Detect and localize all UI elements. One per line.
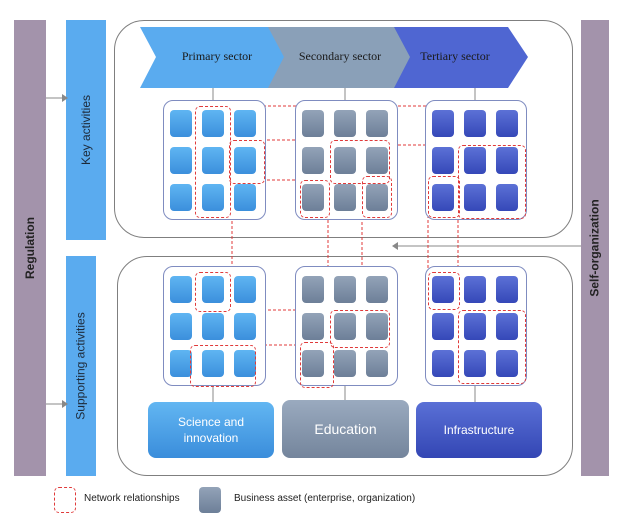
network-box [362,176,392,218]
business-asset [496,147,518,174]
business-asset [302,276,324,303]
science-and-innovation-box: Science and innovation [148,402,274,458]
business-asset [234,184,256,211]
business-asset [464,147,486,174]
regulation-bar: Regulation [14,20,46,476]
business-asset [170,313,192,340]
primary-sector-chevron [140,27,294,88]
business-asset [464,313,486,340]
secondary-sector-label: Secondary sector [298,49,382,63]
self-organization-bar: Self-organization [581,20,609,476]
secondary-sector-chevron [268,27,420,88]
network-box [428,272,460,310]
business-asset [302,313,324,340]
business-asset [464,350,486,377]
network-box [458,145,526,219]
legend-network-label: Network relationships [84,493,180,504]
network-box [300,342,334,388]
business-asset [496,276,518,303]
business-asset [432,110,454,137]
network-box [458,310,526,384]
network-box [195,272,231,312]
business-asset [202,184,224,211]
business-asset [366,184,388,211]
network-box [300,180,330,218]
business-asset [170,350,192,377]
business-asset [170,110,192,137]
business-asset [202,147,224,174]
business-asset [366,276,388,303]
business-asset [432,184,454,211]
business-asset [234,276,256,303]
business-asset [334,147,356,174]
infrastructure-label: Infrastructure [443,423,515,437]
business-asset [366,313,388,340]
business-asset [366,110,388,137]
infrastructure-box: Infrastructure [416,402,542,458]
business-asset [432,313,454,340]
business-asset [366,147,388,174]
business-asset [464,110,486,137]
business-asset [234,313,256,340]
business-asset [170,147,192,174]
primary-sector-label: Primary sector [181,49,253,63]
business-asset [366,350,388,377]
business-asset [202,110,224,137]
business-asset [334,313,356,340]
network-box [190,345,256,387]
network-box [330,310,390,348]
business-asset [334,184,356,211]
business-asset [234,350,256,377]
network-box [330,140,390,184]
business-asset [170,184,192,211]
business-asset [334,110,356,137]
education-box: Education [282,400,409,458]
business-asset [170,276,192,303]
supporting-activities-bar: Supporting activities [66,256,96,476]
business-asset [302,350,324,377]
business-asset [302,184,324,211]
education-label: Education [314,421,377,437]
business-asset [496,350,518,377]
legend-network-swatch [54,487,76,513]
business-asset [432,276,454,303]
key-activities-bar: Key activities [66,20,106,240]
business-asset [496,184,518,211]
business-asset [496,110,518,137]
business-asset [302,110,324,137]
tertiary-sector-label: Tertiary sector [420,49,490,63]
business-asset [464,184,486,211]
network-box [195,106,231,218]
tertiary-sector-chevron [394,27,528,88]
network-box [428,176,460,218]
legend-asset-label: Business asset (enterprise, organization… [234,493,416,504]
science-and-innovation-label: Science and innovation [177,415,245,445]
legend-asset-swatch [199,487,221,513]
network-box [229,140,265,184]
business-asset [234,147,256,174]
business-asset [464,276,486,303]
business-asset [432,350,454,377]
business-asset [432,147,454,174]
business-asset [334,276,356,303]
business-asset [496,313,518,340]
business-asset [202,313,224,340]
business-asset [202,350,224,377]
business-asset [202,276,224,303]
business-asset [302,147,324,174]
business-asset [334,350,356,377]
business-asset [234,110,256,137]
